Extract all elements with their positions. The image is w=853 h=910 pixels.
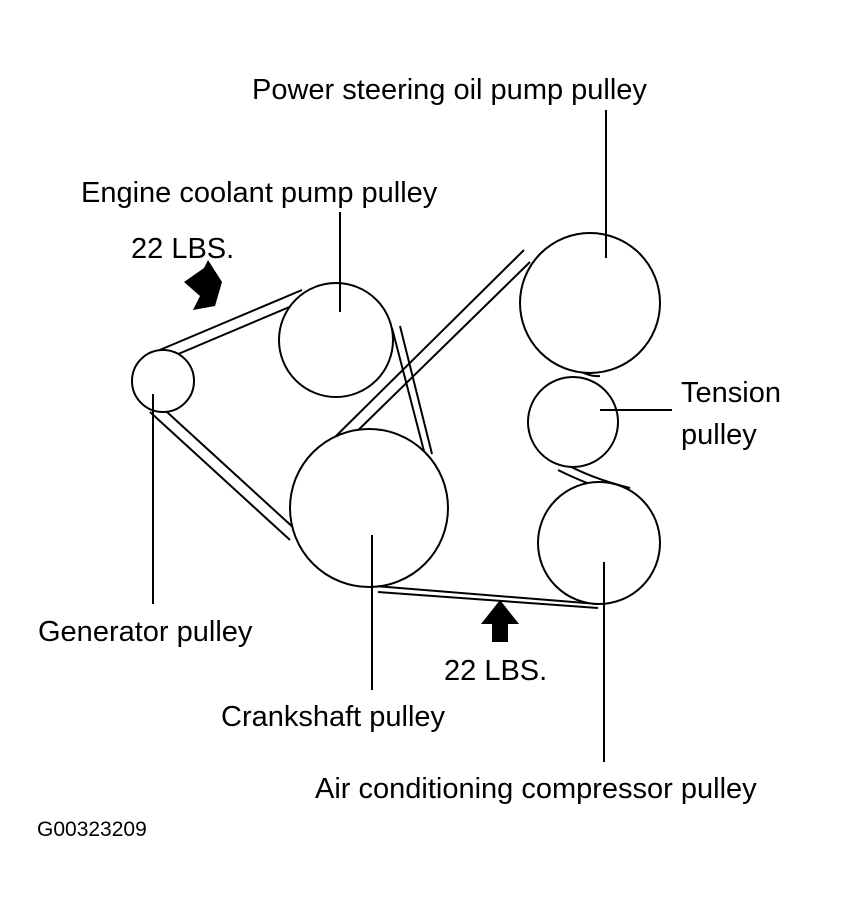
generator-label: Generator pulley — [38, 616, 253, 648]
belt-tension-arrow-top — [184, 260, 222, 310]
tension-reading-bottom: 22 LBS. — [444, 655, 548, 687]
tension-pulley-label-line2: pulley — [681, 419, 757, 451]
power-steering-pulley — [519, 232, 661, 374]
ac-compressor-pulley — [537, 481, 661, 605]
belt-tension-arrow-bottom — [481, 600, 519, 642]
leader-lines — [152, 110, 672, 762]
ac-compressor-label: Air conditioning compressor pulley — [315, 773, 757, 805]
tension-pulley — [527, 376, 619, 468]
engine-coolant-pump-pulley — [278, 282, 394, 398]
tension-pulley-label-line1: Tension — [681, 377, 781, 409]
crankshaft-label: Crankshaft pulley — [221, 701, 446, 733]
engine-coolant-label: Engine coolant pump pulley — [81, 177, 438, 209]
figure-id: G00323209 — [37, 818, 147, 841]
crankshaft-pulley — [289, 428, 449, 588]
power-steering-label: Power steering oil pump pulley — [252, 74, 647, 106]
tension-reading-top: 22 LBS. — [131, 233, 235, 265]
generator-pulley — [131, 349, 195, 413]
